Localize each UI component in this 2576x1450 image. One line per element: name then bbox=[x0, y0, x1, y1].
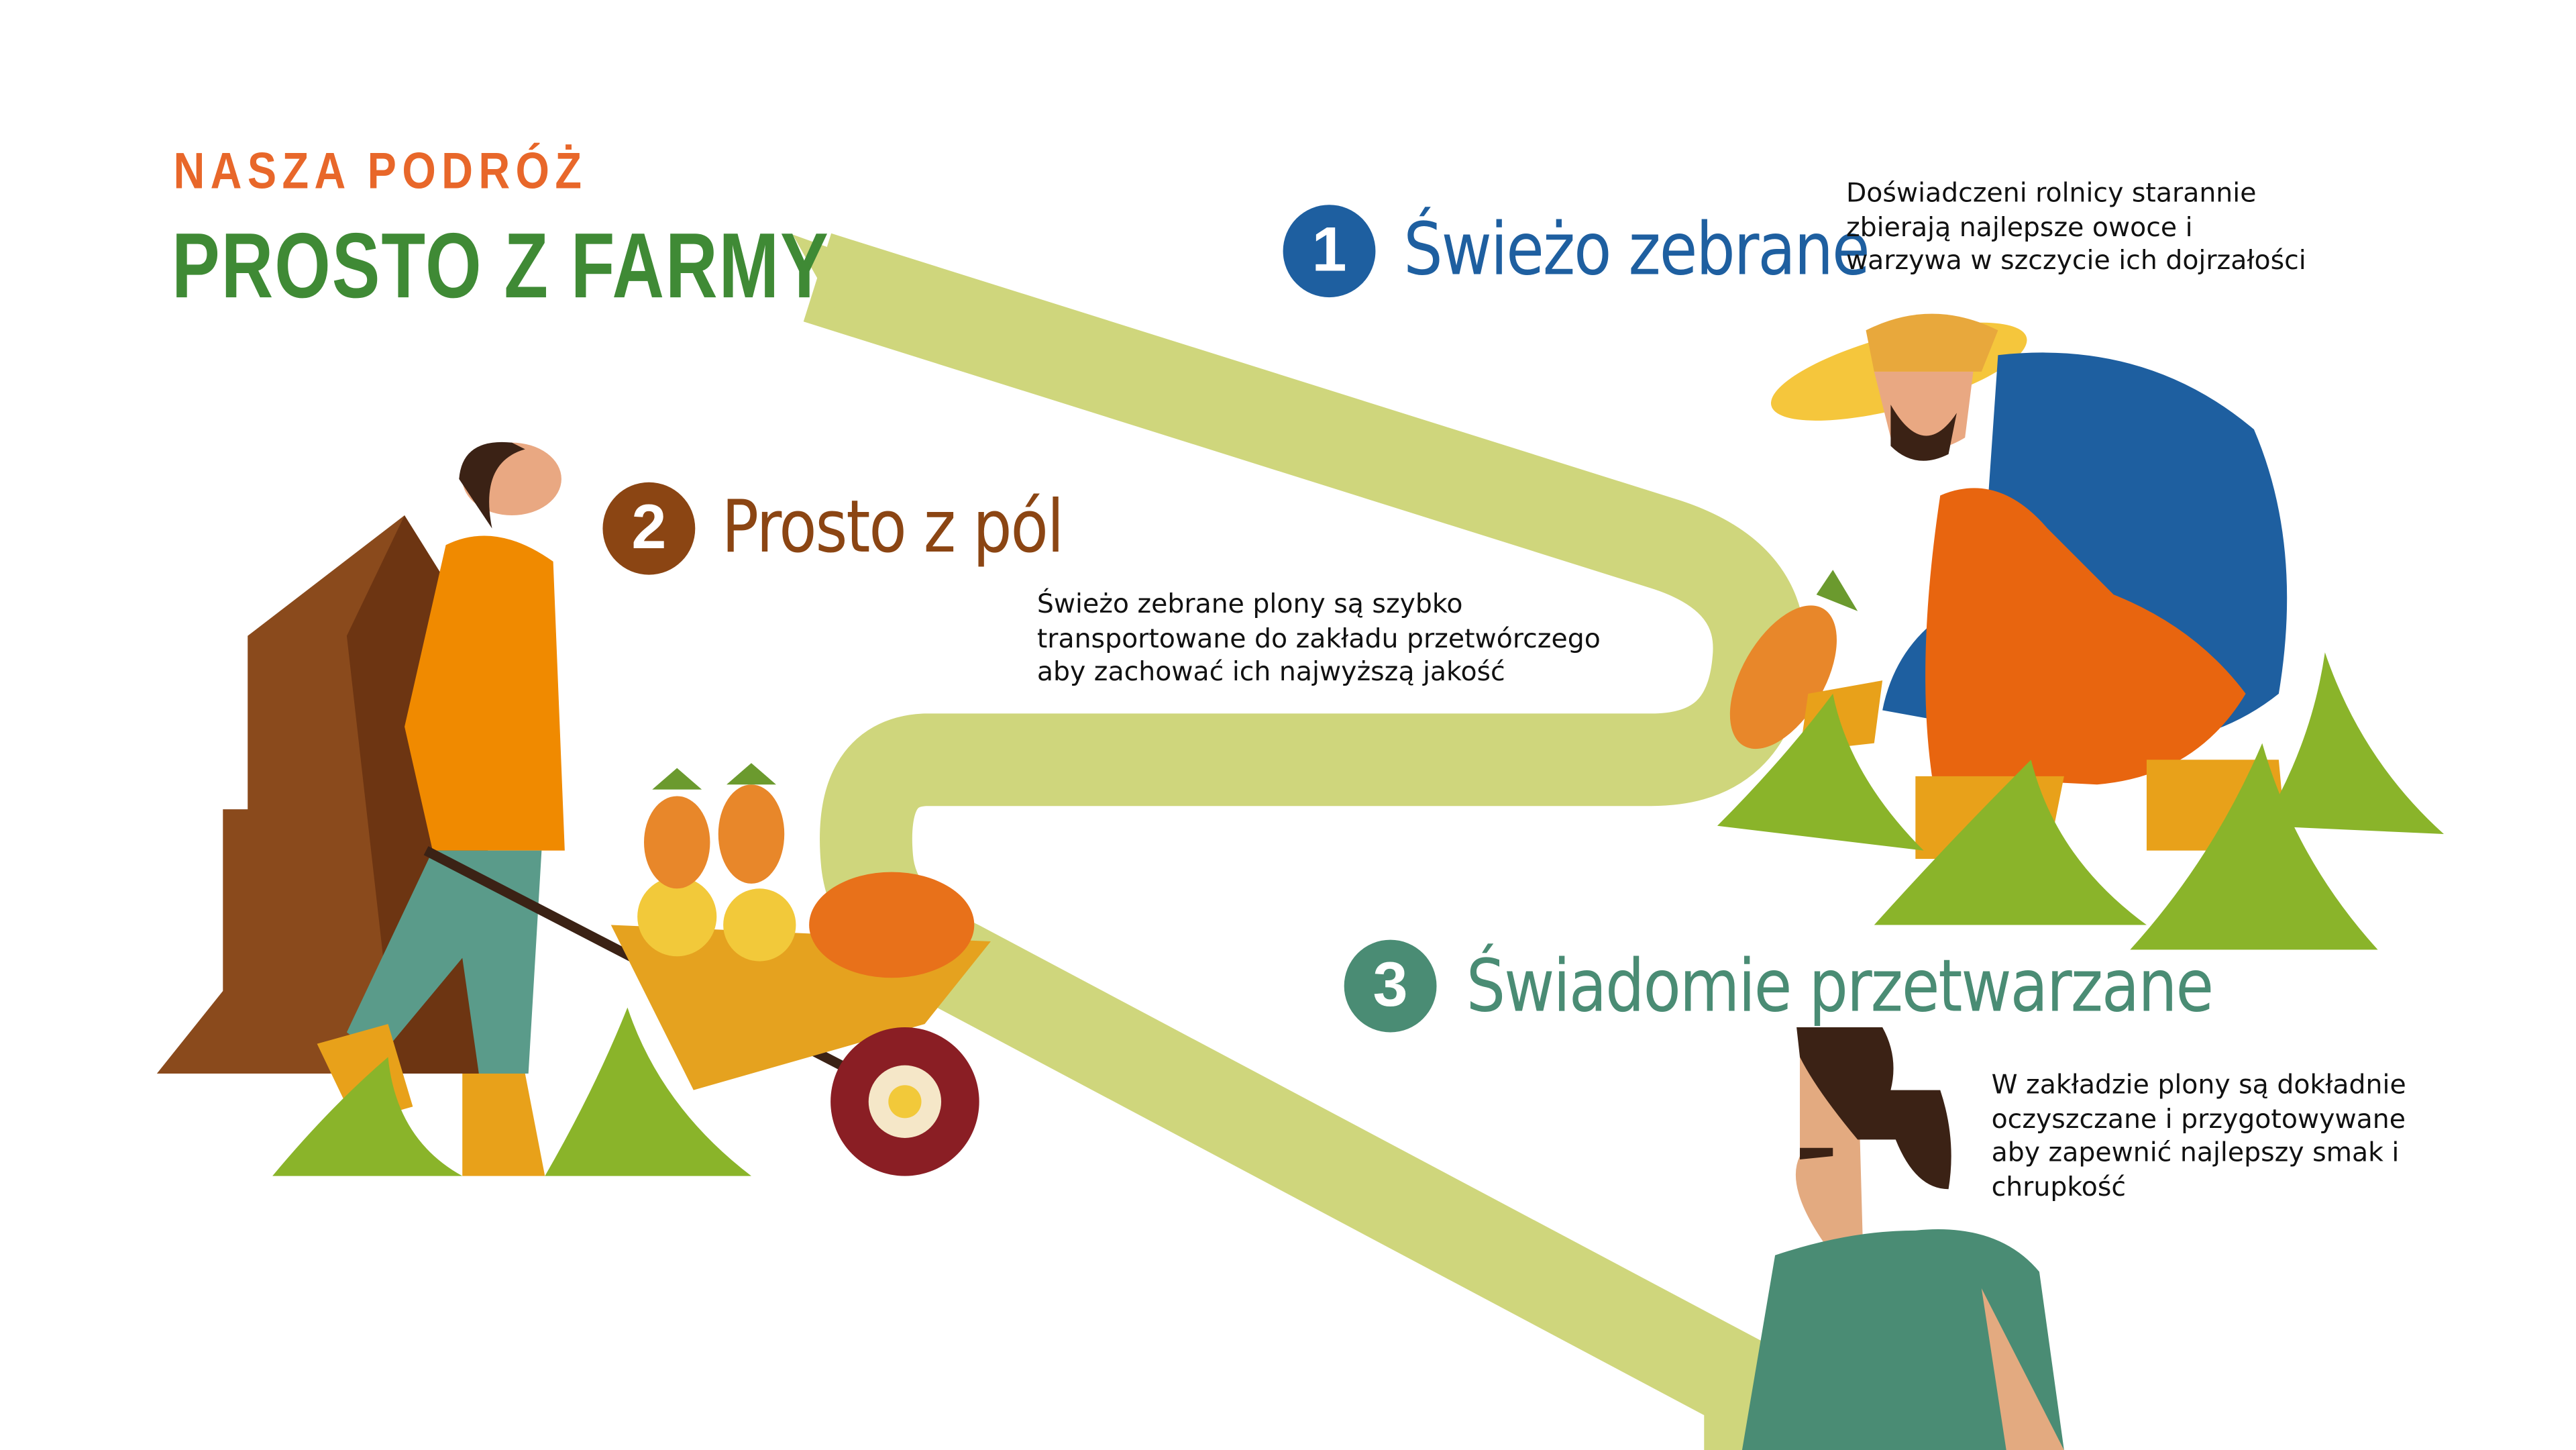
step-3-badge: 3 bbox=[1344, 939, 1437, 1033]
header-kicker: NASZA PODRÓŻ bbox=[173, 142, 588, 200]
step-2-description: Świeżo zebrane plony są szybko transport… bbox=[1036, 588, 1601, 687]
step-1-description: Doświadczeni rolnicy starannie zbierają … bbox=[1845, 176, 2306, 276]
step-2-badge: 2 bbox=[602, 482, 696, 575]
journey-path bbox=[803, 233, 1806, 1450]
path-start-wedge bbox=[792, 234, 875, 322]
grass-illustration bbox=[272, 1007, 751, 1176]
wheelbarrow-illustration bbox=[610, 763, 991, 1176]
step-3-description: W zakładzie plony są dokładnie oczyszcza… bbox=[1991, 1068, 2406, 1202]
farmer-illustration bbox=[1729, 313, 2288, 859]
worker-illustration bbox=[1741, 1027, 2064, 1450]
step-1-badge: 1 bbox=[1283, 205, 1376, 298]
grass-right-illustration bbox=[1717, 652, 2445, 950]
step-1-title: Świeżo zebrane bbox=[1403, 208, 1870, 293]
page-title: PROSTO Z FARMY bbox=[171, 213, 830, 317]
step-3-title: Świadomie przetwarzane bbox=[1466, 944, 2214, 1029]
step-2-title: Prosto z pól bbox=[721, 485, 1065, 570]
